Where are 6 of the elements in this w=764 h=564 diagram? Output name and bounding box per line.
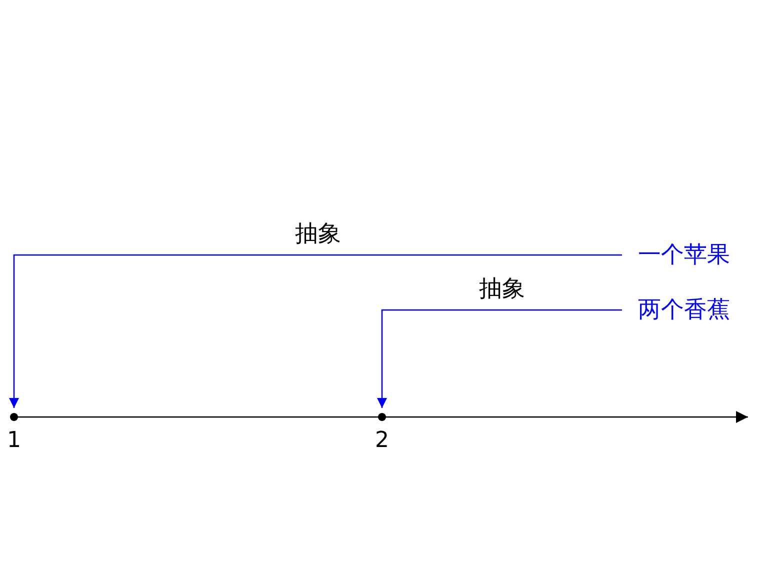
- term-label: 一个苹果: [638, 240, 750, 270]
- tick-label: 1: [6, 428, 22, 454]
- arrow: [9, 254, 622, 408]
- tick-label: 2: [374, 428, 390, 454]
- term-label: 两个香蕉: [638, 295, 750, 325]
- arrow: [377, 309, 622, 408]
